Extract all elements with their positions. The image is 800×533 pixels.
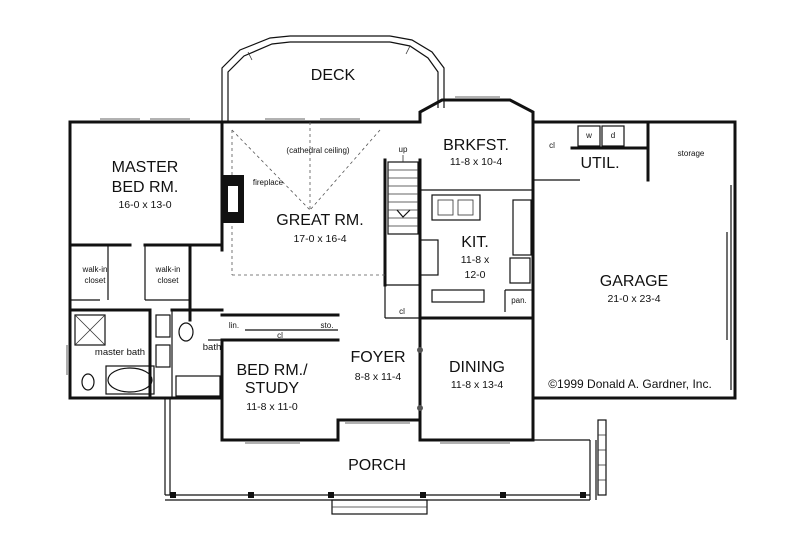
bath-label: bath xyxy=(203,342,222,353)
stair-closet-label: cl xyxy=(399,307,405,316)
bed-study-label-1: BED RM./ xyxy=(236,362,308,379)
util-closet-label: cl xyxy=(549,141,555,150)
windows xyxy=(66,96,510,444)
storage-closet-label: sto. xyxy=(321,321,334,330)
linen-label: lin. xyxy=(229,321,239,330)
pantry-label: pan. xyxy=(511,296,527,305)
dryer-label: d xyxy=(611,131,615,140)
copyright-notice: ©1999 Donald A. Gardner, Inc. xyxy=(548,377,712,391)
cathedral-ceiling-label: (cathedral ceiling) xyxy=(286,146,349,155)
staircase xyxy=(387,155,419,235)
breakfast-label: BRKFST. xyxy=(443,137,509,154)
bath-fixtures xyxy=(74,314,221,397)
kitchen-label: KIT. xyxy=(461,234,489,251)
bed-study-label-2: STUDY xyxy=(245,380,300,397)
great-room-label: GREAT RM. xyxy=(276,212,363,229)
porch-label: PORCH xyxy=(348,457,406,474)
garage-label: GARAGE xyxy=(600,273,668,290)
stair-up-label: up xyxy=(399,145,408,154)
kitchen-dims-2: 12-0 xyxy=(464,269,485,281)
deck-label: DECK xyxy=(311,67,356,84)
laundry-fixtures xyxy=(577,125,625,147)
bed-study-dims: 11-8 x 11-0 xyxy=(246,401,298,413)
hall-closet-label: cl xyxy=(277,331,283,340)
storage-label: storage xyxy=(678,149,705,158)
master-bed-label-1: MASTER xyxy=(112,159,179,176)
walkin-closet-right-1: walk-in xyxy=(155,265,181,274)
dining-dims: 11-8 x 13-4 xyxy=(451,379,503,391)
dining-label: DINING xyxy=(449,359,505,376)
utility-label: UTIL. xyxy=(580,155,619,172)
great-room-dims: 17-0 x 16-4 xyxy=(293,233,346,245)
foyer-dims: 8-8 x 11-4 xyxy=(355,371,402,383)
master-bed-label-2: BED RM. xyxy=(112,179,179,196)
deck-outline xyxy=(221,35,445,122)
master-bed-dims: 16-0 x 13-0 xyxy=(118,199,171,211)
master-bath-label: master bath xyxy=(95,347,145,358)
washer-label: w xyxy=(585,131,592,140)
kitchen-fixtures xyxy=(419,194,532,303)
kitchen-dims-1: 11-8 x xyxy=(461,254,490,266)
breakfast-dims: 11-8 x 10-4 xyxy=(450,156,502,168)
walkin-closet-right-2: closet xyxy=(158,276,180,285)
walkin-closet-left-2: closet xyxy=(85,276,107,285)
foyer-label: FOYER xyxy=(350,349,405,366)
porch-outline xyxy=(164,398,607,515)
front-door xyxy=(345,347,423,424)
fireplace-icon xyxy=(222,175,244,223)
fireplace-label: fireplace xyxy=(253,178,284,187)
garage-dims: 21-0 x 23-4 xyxy=(607,293,660,305)
garage-door xyxy=(726,185,732,390)
walkin-closet-left-1: walk-in xyxy=(82,265,108,274)
cathedral-ceiling-lines xyxy=(231,122,385,276)
